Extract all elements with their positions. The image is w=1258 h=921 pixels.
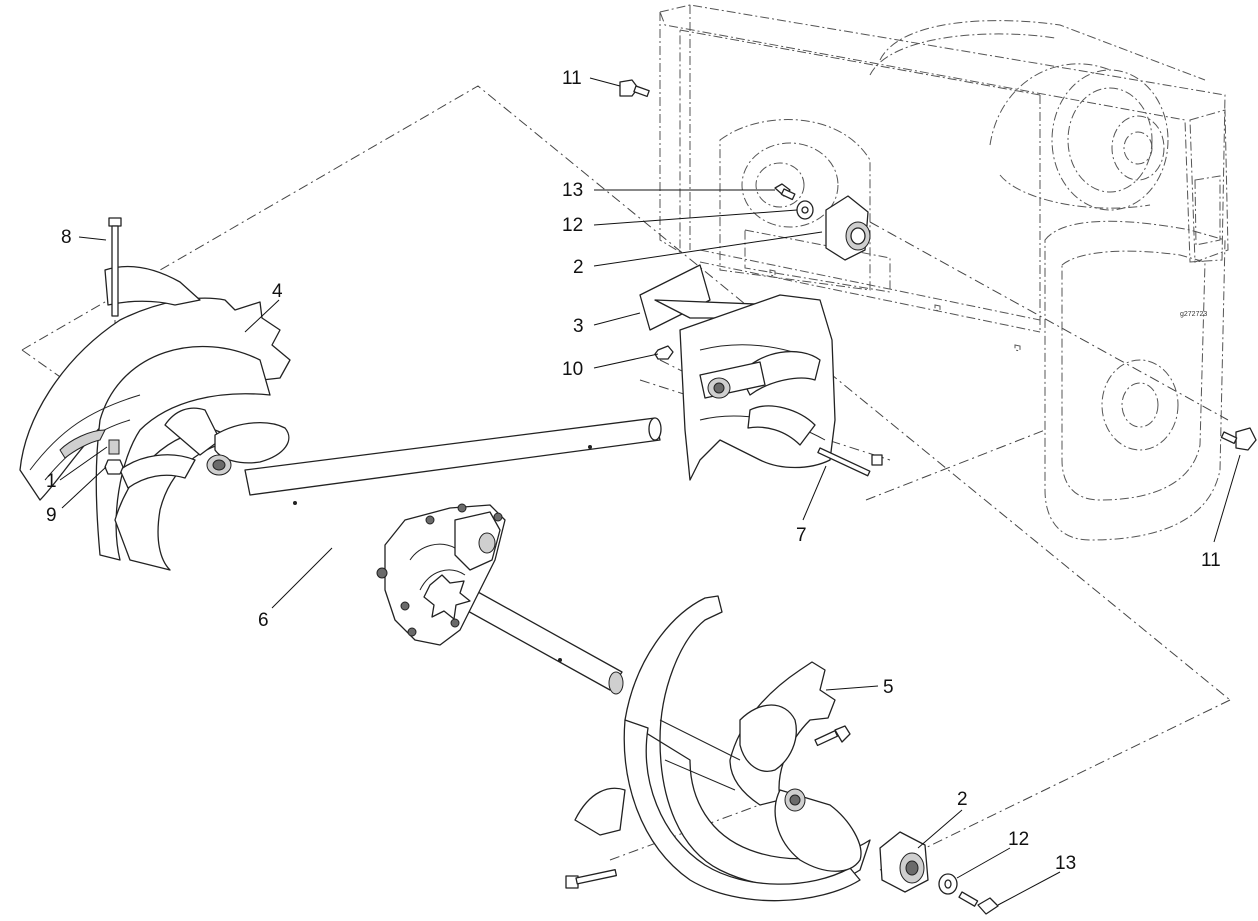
washer-upper — [796, 200, 814, 220]
locknut-left — [104, 459, 124, 475]
leader-lines — [59, 77, 1241, 906]
washer-lower — [938, 873, 958, 895]
callout-labels: 11 13 12 2 3 10 8 4 1 9 7 11 6 5 2 12 13 — [46, 68, 1221, 874]
impeller-bolt — [817, 447, 883, 477]
callout-2-bottom: 2 — [957, 789, 968, 810]
callout-6: 6 — [258, 610, 269, 631]
spacer-left — [108, 439, 120, 455]
right-auger-flight — [574, 595, 871, 902]
callout-10: 10 — [562, 359, 583, 380]
locknut-impeller — [654, 345, 674, 360]
callout-13-top: 13 — [562, 180, 583, 201]
callout-11-top: 11 — [562, 68, 582, 89]
bearing-upper — [825, 195, 871, 261]
auger-housing-phantom — [659, 4, 1229, 541]
callout-7: 7 — [796, 525, 807, 546]
callout-9: 9 — [46, 505, 57, 526]
bearing-lower — [879, 831, 929, 893]
hex-bolt-left — [108, 217, 122, 317]
impeller — [639, 264, 836, 481]
screw-upper — [774, 183, 796, 201]
callout-12-top: 12 — [562, 215, 583, 236]
left-auger-flight — [19, 265, 291, 571]
callout-11-right: 11 — [1201, 550, 1221, 571]
housing-bolt-right — [1220, 427, 1257, 451]
callout-12-bottom: 12 — [1008, 829, 1029, 850]
callout-13-bottom: 13 — [1055, 853, 1076, 874]
screw-lower — [958, 891, 999, 915]
auger-bolt-lower — [565, 869, 618, 889]
callout-3: 3 — [573, 316, 584, 337]
callout-4: 4 — [272, 281, 283, 302]
callout-8: 8 — [61, 227, 72, 248]
alignment-lines — [21, 85, 1231, 871]
drawing-reference-tag: g272723 — [1180, 311, 1207, 318]
callout-2-top: 2 — [573, 257, 584, 278]
housing-bolt-top — [619, 79, 650, 98]
callout-5: 5 — [883, 677, 894, 698]
gearbox-housing — [376, 503, 506, 646]
callout-1: 1 — [46, 471, 57, 492]
auger-shaft — [244, 417, 662, 695]
auger-bolt-right — [814, 725, 851, 747]
